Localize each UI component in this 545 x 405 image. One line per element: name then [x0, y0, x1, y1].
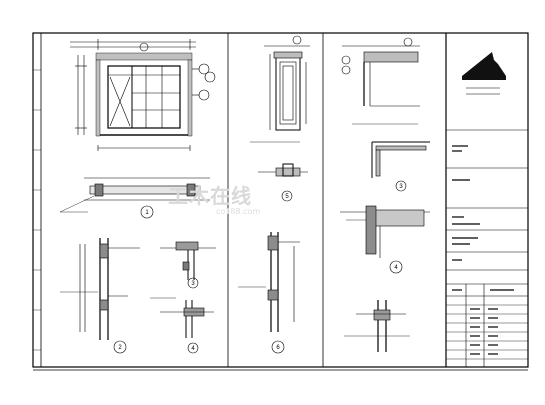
detail-section-6: [238, 232, 300, 354]
detail-marker-5: 5: [285, 194, 289, 200]
detail-marker-4: 4: [191, 346, 195, 352]
detail-section-4b: [340, 205, 430, 274]
binding-margin: [32, 32, 42, 368]
detail-marker-3b: 3: [399, 184, 403, 190]
watermark-domain: co188.com: [216, 207, 261, 216]
detail-marker-1: 1: [145, 210, 149, 216]
detail-section-3: [160, 241, 216, 289]
company-logo: [462, 52, 506, 95]
window-elevation: [70, 39, 216, 151]
detail-elevation-b: [250, 35, 310, 143]
detail-section-2: [60, 238, 140, 354]
detail-plan-c: [341, 37, 420, 125]
margin-ticks: [33, 69, 41, 351]
detail-section-4: [150, 297, 214, 354]
detail-marker-4b: 4: [394, 265, 398, 271]
detail-section-bottom: [344, 300, 410, 352]
window-plan-section: [59, 177, 210, 219]
detail-marker-2: 2: [118, 345, 122, 351]
detail-section-5: [258, 163, 308, 202]
watermark: 工木在线 co188.com: [168, 180, 368, 220]
detail-marker-3: 3: [191, 281, 195, 287]
detail-corner-3: [371, 141, 430, 192]
title-block: [446, 52, 528, 367]
watermark-name: 工木在线: [168, 184, 252, 208]
detail-marker-6: 6: [276, 345, 280, 351]
